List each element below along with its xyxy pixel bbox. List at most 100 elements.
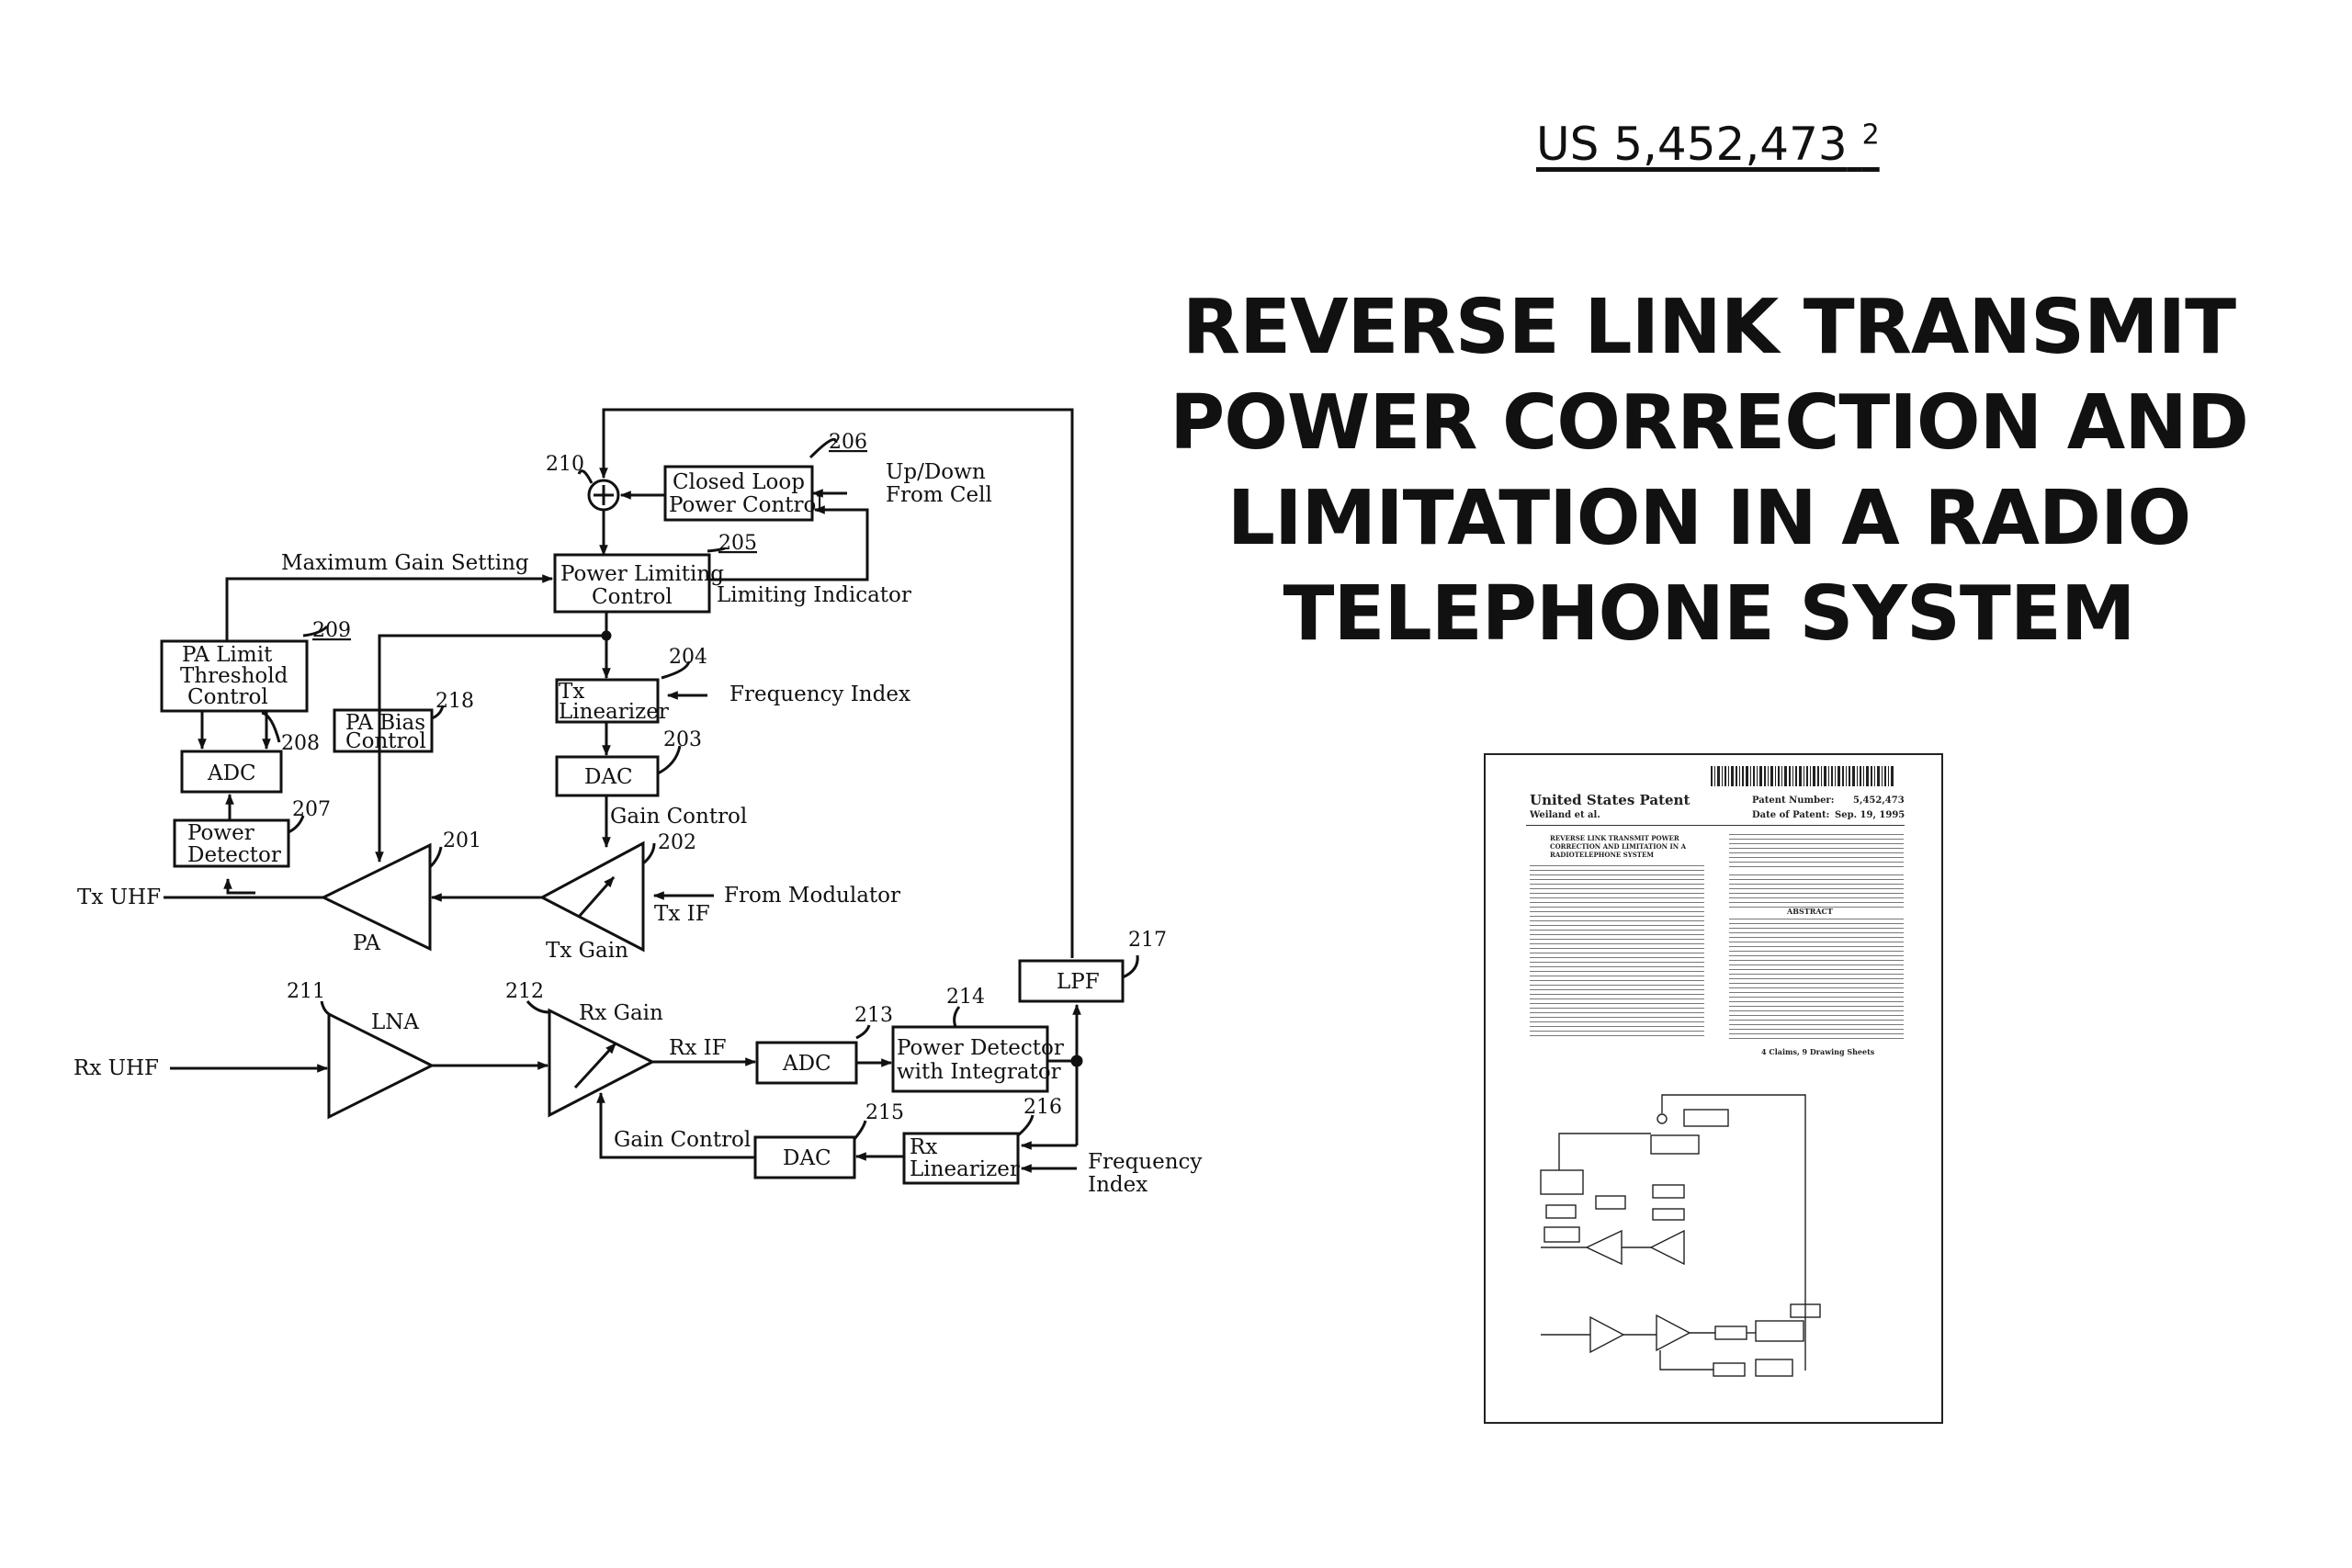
lpf-label: LPF xyxy=(1057,970,1100,994)
up-down-label-2: From Cell xyxy=(886,483,992,507)
pa-limit-threshold-control-block xyxy=(160,639,309,713)
frequency-index-rx-label-2: Index xyxy=(1088,1173,1148,1197)
wire-limiting-indicator xyxy=(709,505,869,581)
ref-215: 215 xyxy=(865,1101,904,1124)
pa-bias-label-2: Control xyxy=(345,729,426,753)
title-line-1: REVERSE LINK TRANSMIT xyxy=(1182,284,2236,371)
thumb-header-left-2: Weiland et al. xyxy=(1530,810,1600,820)
wire-plc-pa xyxy=(375,634,606,863)
ref-216: 216 xyxy=(1023,1096,1062,1119)
ref-209: 209 xyxy=(312,619,351,642)
thumb-date-value: Sep. 19, 1995 xyxy=(1835,810,1905,820)
ref-214: 214 xyxy=(946,986,985,1009)
ref-206: 206 xyxy=(829,431,867,454)
closed-loop-power-control-block xyxy=(663,465,814,522)
thumb-abstract-text xyxy=(1729,919,1904,1040)
ref-207: 207 xyxy=(292,798,331,821)
from-modulator-label: From Modulator xyxy=(724,884,900,908)
thumb-date-label: Date of Patent: xyxy=(1752,810,1830,820)
ref-213: 213 xyxy=(854,1004,893,1027)
thumb-references-text xyxy=(1729,834,1904,867)
tx-dac-block xyxy=(555,755,660,797)
tx-uhf-label: Tx UHF xyxy=(77,886,161,909)
pa-amplifier xyxy=(320,842,432,952)
rx-linearizer-block xyxy=(902,1132,1020,1185)
thumb-examiners-text xyxy=(1729,874,1904,908)
rx-if-label: Rx IF xyxy=(669,1036,727,1060)
wire-max-gain xyxy=(225,574,554,641)
tx-adc-block xyxy=(180,750,283,794)
limiting-indicator-label: Limiting Indicator xyxy=(717,583,911,607)
rx-dac-label: DAC xyxy=(783,1146,831,1170)
tx-linearizer-label-2: Linearizer xyxy=(559,700,669,724)
ref-210: 210 xyxy=(546,453,584,476)
tx-if-label: Tx IF xyxy=(654,902,710,926)
title-line-4: TELEPHONE SYSTEM xyxy=(1283,570,2136,658)
ref-204: 204 xyxy=(669,646,707,669)
power-detector-block xyxy=(173,818,290,868)
pa-limit-label-2: Threshold xyxy=(180,664,288,688)
power-detector-int-label-2: with Integrator xyxy=(897,1060,1061,1084)
closed-loop-label-2: Power Control xyxy=(669,493,823,517)
power-detector-label-1: Power xyxy=(187,821,254,845)
pa-label: PA xyxy=(353,931,380,955)
ref-208: 208 xyxy=(281,732,320,755)
ref-218: 218 xyxy=(435,690,474,713)
ref-211: 211 xyxy=(287,980,325,1003)
title-line-2: POWER CORRECTION AND xyxy=(1170,379,2249,467)
barcode xyxy=(1711,766,1894,786)
tx-gain-label: Tx Gain xyxy=(546,939,628,963)
tx-dac-label: DAC xyxy=(584,765,633,789)
frequency-index-rx-label-1: Frequency xyxy=(1088,1150,1202,1174)
tx-gain-amplifier xyxy=(538,840,645,953)
ref-205: 205 xyxy=(718,532,757,555)
ref-212: 212 xyxy=(505,980,544,1003)
frequency-index-label: Frequency Index xyxy=(729,682,910,706)
ref-202: 202 xyxy=(658,831,696,854)
tx-linearizer-label-1: Tx xyxy=(559,680,584,704)
tx-linearizer-block xyxy=(555,678,660,724)
thumb-invention-title: REVERSE LINK TRANSMIT POWER CORRECTION A… xyxy=(1550,834,1687,859)
rx-gain-label: Rx Gain xyxy=(579,1001,663,1025)
pa-limit-label-3: Control xyxy=(187,685,268,709)
thumb-patent-number-value: 5,452,473 xyxy=(1853,795,1905,806)
rx-adc-label: ADC xyxy=(782,1052,831,1076)
power-detector-int-label-1: Power Detector xyxy=(897,1036,1064,1060)
wire-rx-gain-control xyxy=(596,1091,755,1159)
thumb-claims: 4 Claims, 9 Drawing Sheets xyxy=(1761,1047,1875,1056)
rx-linearizer-label-1: Rx xyxy=(910,1135,937,1159)
pa-limit-label-1: PA Limit xyxy=(182,643,273,667)
thumb-abstract-label: ABSTRACT xyxy=(1787,907,1833,916)
ref-217: 217 xyxy=(1128,929,1167,952)
rx-linearizer-label-2: Linearizer xyxy=(910,1157,1020,1181)
max-gain-label: Maximum Gain Setting xyxy=(281,551,529,575)
patent-number: US 5,452,473 2 xyxy=(1536,118,1880,171)
power-detector-label-2: Detector xyxy=(187,843,281,867)
thumb-inventors-text xyxy=(1530,865,1704,1040)
tx-adc-label: ADC xyxy=(207,761,256,785)
closed-loop-label-1: Closed Loop xyxy=(673,470,805,494)
rx-uhf-label: Rx UHF xyxy=(74,1056,159,1080)
power-limiting-label-2: Control xyxy=(592,585,673,609)
pa-bias-label-1: PA Bias xyxy=(345,711,425,735)
up-down-label-1: Up/Down xyxy=(886,460,986,484)
feedback-line-lpf xyxy=(599,408,1074,958)
ref-201: 201 xyxy=(443,829,481,852)
lpf-block xyxy=(1018,959,1125,1003)
title-line-3: LIMITATION IN A RADIO xyxy=(1227,475,2191,562)
lna-label: LNA xyxy=(371,1010,419,1034)
patent-number-text: US 5,452,473 xyxy=(1536,118,1848,171)
thumb-header-left: United States Patent xyxy=(1530,792,1690,808)
ref-203: 203 xyxy=(663,728,702,751)
pa-bias-control-block xyxy=(333,708,434,753)
patent-front-page-thumbnail: United States Patent Weiland et al. Pate… xyxy=(1484,753,1943,1424)
power-limiting-label-1: Power Limiting xyxy=(560,562,724,586)
thumb-mini-diagram xyxy=(1540,1094,1821,1377)
thumb-patent-number-label: Patent Number: xyxy=(1752,795,1835,806)
gain-control-rx-label: Gain Control xyxy=(614,1128,751,1152)
rx-gain-amplifier xyxy=(548,1008,656,1118)
block-diagram: Closed Loop Power Control Power Limiting… xyxy=(74,408,1202,1197)
power-limiting-control-block xyxy=(553,553,711,614)
lna-amplifier xyxy=(327,1011,435,1120)
power-detector-integrator-block xyxy=(891,1025,1049,1093)
